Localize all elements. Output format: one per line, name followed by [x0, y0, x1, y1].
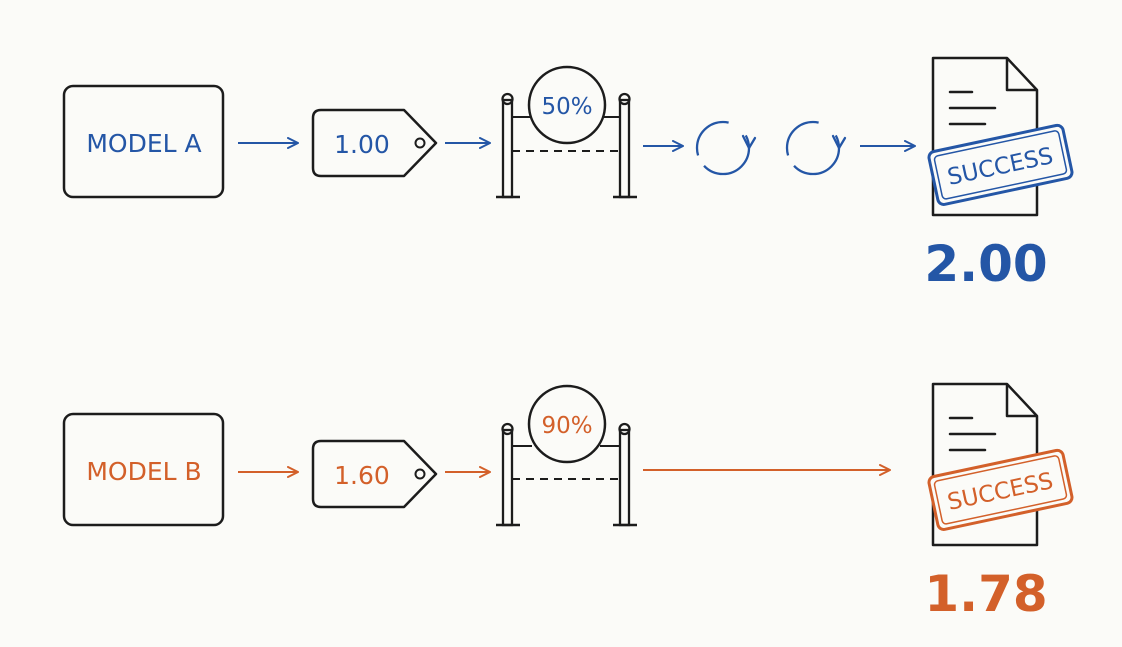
price-a-value: 1.00: [334, 130, 390, 159]
result-b-value: 1.78: [924, 565, 1047, 623]
price-tag-b: 1.60: [311, 439, 438, 509]
retry-arrow-icon: [785, 120, 847, 176]
result-a-value: 2.00: [924, 235, 1047, 293]
retry-arrow-icon: [695, 120, 757, 176]
model-b-label: MODEL B: [86, 457, 201, 486]
success-stamp-a: SUCCESS: [927, 123, 1074, 206]
gate-a: 50%: [496, 65, 637, 199]
model-b-box: MODEL B: [62, 412, 225, 527]
model-a-label: MODEL A: [86, 129, 201, 158]
price-tag-a: 1.00: [311, 108, 438, 178]
gate-a-rate: 50%: [541, 94, 592, 120]
row-model-b: MODEL B 1.60 90%: [62, 382, 1074, 623]
success-stamp-b: SUCCESS: [927, 448, 1074, 531]
model-a-box: MODEL A: [62, 84, 225, 199]
row-model-a: MODEL A 1.00 50%: [62, 56, 1074, 293]
price-b-value: 1.60: [334, 461, 390, 490]
gate-b-rate: 90%: [541, 413, 592, 439]
gate-b: 90%: [496, 384, 637, 527]
